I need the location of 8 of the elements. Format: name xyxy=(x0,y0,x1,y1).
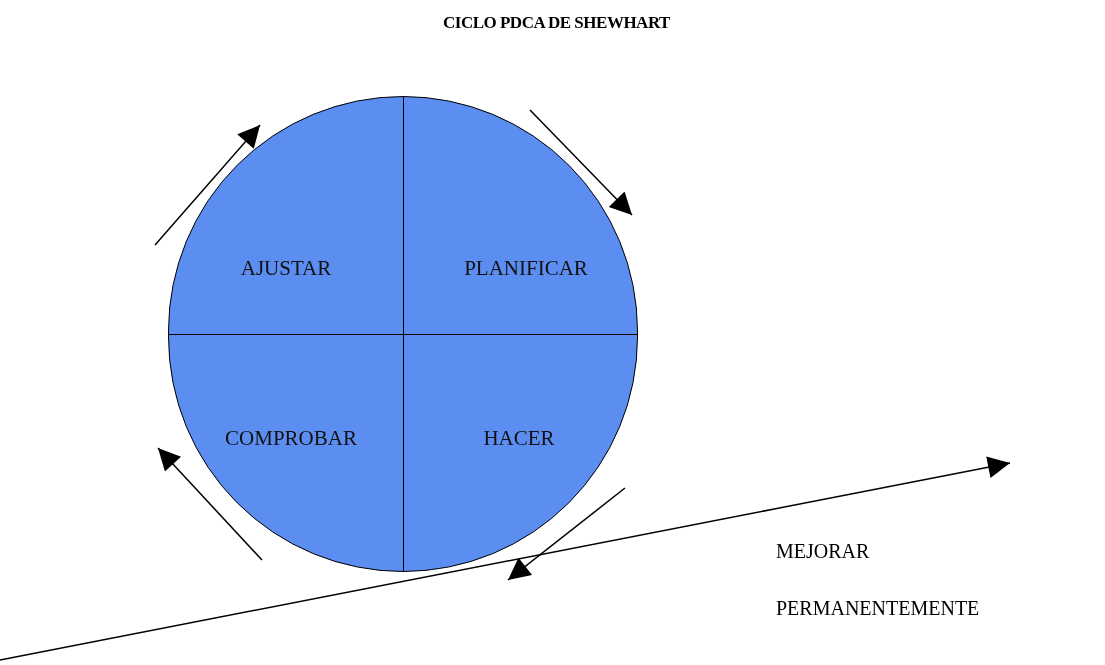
diagram-title: CICLO PDCA DE SHEWHART xyxy=(443,12,670,34)
arrow-label: MEJORAR xyxy=(776,539,870,564)
quadrant-label: AJUSTAR xyxy=(240,255,332,283)
quadrant-label: HACER xyxy=(483,425,555,453)
quadrant-label: PLANIFICAR xyxy=(464,255,588,283)
arrow-label: PERMANENTEMENTE xyxy=(776,596,980,621)
quadrant-label: COMPROBAR xyxy=(225,425,357,453)
quadrant-sector xyxy=(169,97,404,335)
